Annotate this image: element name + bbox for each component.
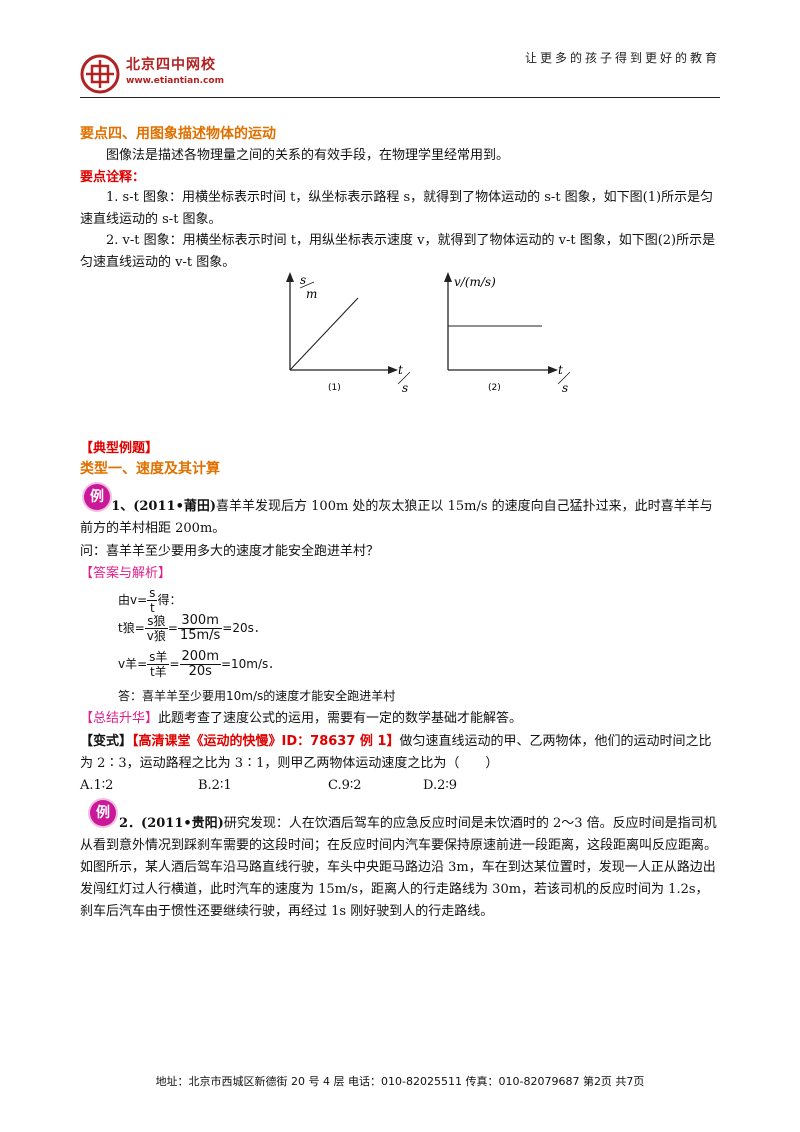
logo: 北京四中网校 www.etiantian.com (80, 50, 280, 100)
page-footer: 地址：北京市西城区新德街 20 号 4 层 电话：010-82025511 传真… (155, 1075, 645, 1088)
example1-question: 问：喜羊羊至少要用多大的速度才能安全跑进羊村？ (80, 544, 380, 559)
summary: 【总结升华】此题考查了速度公式的运用，需要有一定的数学基础才能解答。 (80, 708, 720, 730)
answer-label: 【答案与解析】 (80, 566, 172, 581)
paragraph-vt: 2. v-t 图象：用横坐标表示时间 t，用纵坐标表示速度 v，就得到了物体运动… (80, 233, 716, 270)
variant-link[interactable]: 【高清课堂《运动的快慢》ID：78637 例 1】 (132, 734, 400, 749)
st-line (289, 297, 359, 371)
st-ylabel-num: s (300, 273, 306, 287)
st-y-arrow (286, 272, 294, 282)
logo-emblem-icon (80, 54, 120, 94)
section-title: 要点四、用图象描述物体的运动 (80, 126, 276, 142)
variant-options: A.1∶2 B.2∶1 C.9∶2 D.2∶9 (80, 775, 720, 797)
example1-text: 1、(2011•莆田)喜羊羊发现后方 100m 处的灰太狼正以 15m/s 的速… (80, 496, 720, 540)
option-c[interactable]: C.9∶2 (328, 778, 362, 793)
logo-url[interactable]: www.etiantian.com (126, 76, 224, 86)
paragraph-st: 1. s-t 图象：用横坐标表示时间 t，纵坐标表示路程 s，就得到了物体运动的… (80, 190, 714, 227)
example2-head: 2．(2011•贵阳) (119, 816, 224, 831)
type1-title: 类型一、速度及其计算 (80, 461, 220, 477)
variant-text: 做匀速直线运动的甲、乙两物体，他们的运动时间之比为 2∶3，运动路程之比为 3∶… (80, 734, 712, 771)
option-a[interactable]: A.1∶2 (80, 778, 114, 793)
header-rule (80, 97, 720, 98)
example1-body: 喜羊羊发现后方 100m 处的灰太狼正以 15m/s 的速度向自己猛扑过来，此时… (80, 499, 713, 536)
st-ylabel-den: m (306, 287, 317, 301)
vt-caption: (2) (488, 383, 501, 393)
st-xlabel-den: s (402, 381, 408, 395)
vt-xlabel-den: s (562, 381, 568, 395)
st-graph: s m t s (1) (286, 272, 411, 395)
header-slogan: 让更多的孩子得到更好的教育 (524, 51, 720, 65)
example2-text: 2．(2011•贵阳)研究发现：人在饮酒后驾车的应急反应时间是未饮酒时的 2～3… (80, 813, 720, 923)
st-xlabel-num: t (398, 363, 403, 377)
vt-graph: v/(m/s) t s (2) (444, 272, 571, 395)
example2-body: 研究发现：人在饮酒后驾车的应急反应时间是未饮酒时的 2～3 倍。反应时间是指司机… (80, 816, 718, 919)
variant: 【变式】【高清课堂《运动的快慢》ID：78637 例 1】做匀速直线运动的甲、乙… (80, 731, 720, 775)
vt-x-arrow (548, 366, 558, 374)
option-d[interactable]: D.2∶9 (423, 778, 458, 793)
example-badge-2: 例 (90, 800, 116, 826)
st-caption: (1) (328, 383, 341, 393)
logo-text: 北京四中网校 (126, 57, 216, 73)
vt-ylabel: v/(m/s) (454, 275, 496, 289)
example-badge-1: 例 (84, 484, 110, 510)
examples-heading: 【典型例题】 (80, 441, 159, 456)
section-intro: 图像法是描述各物理量之间的关系的有效手段，在物理学里经常用到。 (106, 148, 510, 163)
notes-label: 要点诠释： (80, 170, 146, 185)
example1-head: 1、(2011•莆田) (111, 499, 217, 514)
option-b[interactable]: B.2∶1 (198, 778, 232, 793)
summary-text: 此题考查了速度公式的运用，需要有一定的数学基础才能解答。 (158, 711, 523, 726)
vt-y-arrow (444, 272, 452, 282)
solution-line-4: 答：喜羊羊至少要用10m/s的速度才能安全跑进羊村 (118, 689, 396, 703)
variant-label: 【变式】 (80, 734, 133, 749)
vt-xlabel-num: t (558, 363, 563, 377)
summary-label: 【总结升华】 (80, 711, 159, 726)
st-x-arrow (388, 366, 398, 374)
